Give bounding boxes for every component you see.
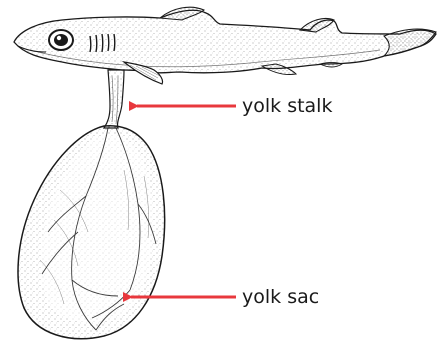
- label-yolk-sac: yolk sac: [131, 286, 319, 308]
- eye-icon: [49, 30, 73, 50]
- yolk-sac-label: yolk sac: [242, 286, 319, 308]
- shark-body: [14, 10, 436, 73]
- yolk-sac: [18, 126, 165, 339]
- shark-embryo: [14, 7, 436, 84]
- label-yolk-stalk: yolk stalk: [137, 95, 332, 117]
- yolk-stalk-label: yolk stalk: [242, 95, 332, 117]
- yolk-stalk: [104, 70, 124, 128]
